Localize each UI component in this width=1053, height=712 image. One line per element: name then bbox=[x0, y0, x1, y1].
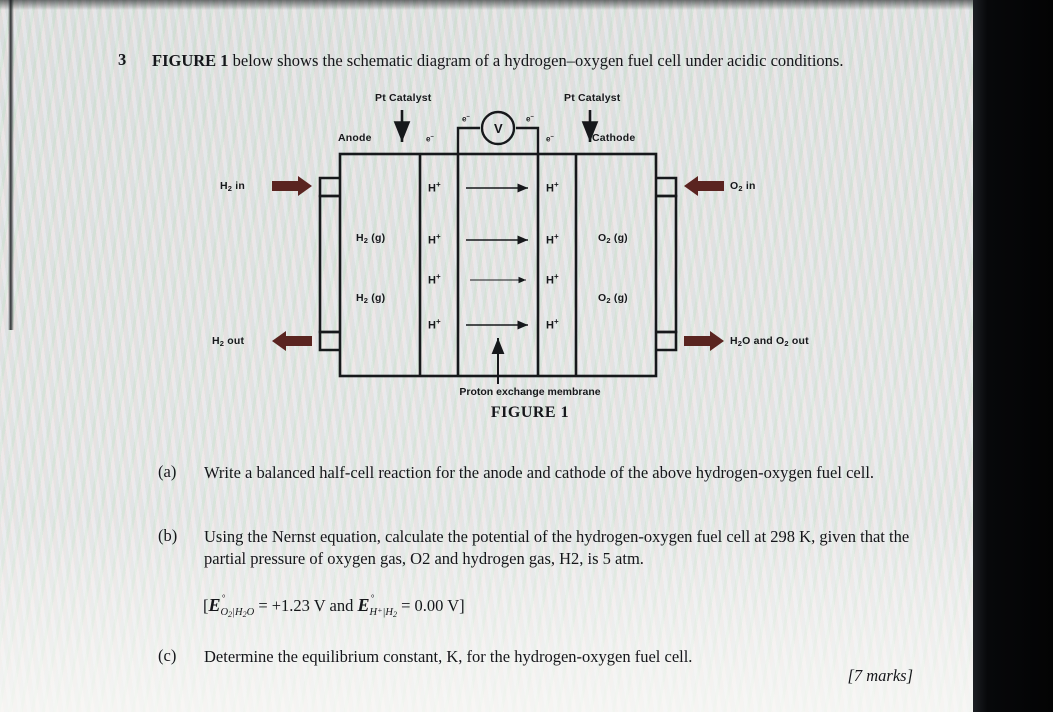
formula-e2-degree: ° bbox=[370, 593, 375, 603]
formula-e2-subscript: H+|H2 bbox=[369, 606, 397, 619]
marks-text: [7 marks] bbox=[847, 666, 913, 685]
fuel-cell-schematic-svg bbox=[272, 110, 724, 384]
formula-e2-value: = 0.00 V bbox=[396, 596, 460, 615]
document-content: 3 FIGURE 1 below shows the schematic dia… bbox=[118, 50, 914, 686]
part-b-text: Using the Nernst equation, calculate the… bbox=[204, 527, 910, 568]
part-c-text: Determine the equilibrium constant, K, f… bbox=[204, 647, 693, 666]
proton-label-right-2: H+ bbox=[546, 232, 559, 247]
standard-potentials-formula: [E°O2|H2O = +1.23 V and E°H+|H2 = 0.00 V… bbox=[203, 593, 465, 619]
o2-in-label: O2 in bbox=[730, 180, 756, 193]
question-stem: FIGURE 1 below shows the schematic diagr… bbox=[152, 50, 914, 71]
dark-background-band bbox=[973, 0, 1053, 712]
membrane-label: Proton exchange membrane bbox=[459, 386, 601, 398]
h2-gas-upper-label: H2 (g) bbox=[356, 232, 386, 245]
formula-e1-degree: ° bbox=[221, 593, 226, 603]
pt-catalyst-right-label: Pt Catalyst bbox=[564, 92, 621, 104]
electron-label-right-outer: e– bbox=[546, 134, 554, 144]
gas-flow-arrows bbox=[272, 176, 724, 351]
proton-label-left-4: H+ bbox=[428, 317, 441, 332]
formula-e1-symbol: E° bbox=[208, 593, 226, 615]
voltmeter-circle bbox=[480, 110, 516, 146]
marks-allocation: [7 marks] bbox=[847, 666, 913, 686]
proton-label-left-3: H+ bbox=[428, 272, 441, 287]
page-left-edge-shadow bbox=[8, 0, 14, 330]
paper-top-shadow bbox=[0, 0, 973, 10]
h2-out-label: H2 out bbox=[212, 335, 245, 348]
formula-close-bracket: ] bbox=[459, 596, 465, 615]
proton-label-left-1: H+ bbox=[428, 180, 441, 195]
fuel-cell-diagram: V Pt Catalyst Pt Catalyst Anode Cathode … bbox=[180, 92, 880, 437]
electron-label-left-inner: e– bbox=[462, 114, 470, 124]
h2-gas-lower-label: H2 (g) bbox=[356, 292, 386, 305]
o2-gas-lower-label: O2 (g) bbox=[598, 292, 628, 305]
figure-reference: FIGURE 1 bbox=[152, 51, 229, 70]
formula-open-bracket: [ bbox=[203, 596, 209, 615]
figure-caption: FIGURE 1 bbox=[490, 404, 570, 421]
anode-label: Anode bbox=[338, 132, 372, 144]
formula-e2-symbol: E° bbox=[357, 593, 375, 615]
electron-label-left-outer: e– bbox=[426, 134, 434, 144]
question-number: 3 bbox=[118, 50, 127, 69]
part-a-text: Write a balanced half-cell reaction for … bbox=[204, 463, 875, 482]
proton-label-left-2: H+ bbox=[428, 232, 441, 247]
formula-e1-value: = +1.23 V bbox=[254, 596, 326, 615]
part-a-tag: (a) bbox=[158, 462, 177, 481]
proton-label-right-3: H+ bbox=[546, 272, 559, 287]
part-b-tag: (b) bbox=[158, 526, 178, 545]
proton-label-right-4: H+ bbox=[546, 317, 559, 332]
electron-label-right-inner: e– bbox=[526, 114, 534, 124]
voltmeter-label: V bbox=[494, 121, 503, 136]
h2-in-label: H2 in bbox=[220, 180, 246, 193]
part-c-tag: (c) bbox=[158, 646, 177, 665]
proton-label-right-1: H+ bbox=[546, 180, 559, 195]
question-stem-text: below shows the schematic diagram of a h… bbox=[228, 51, 844, 70]
cathode-label: Cathode bbox=[592, 132, 636, 144]
o2-gas-upper-label: O2 (g) bbox=[598, 232, 628, 245]
water-o2-out-label: H2O and O2 out bbox=[730, 335, 809, 348]
formula-e1-subscript: O2|H2O bbox=[220, 607, 255, 619]
formula-conjunction: and bbox=[325, 596, 358, 615]
pt-catalyst-left-label: Pt Catalyst bbox=[375, 92, 432, 104]
